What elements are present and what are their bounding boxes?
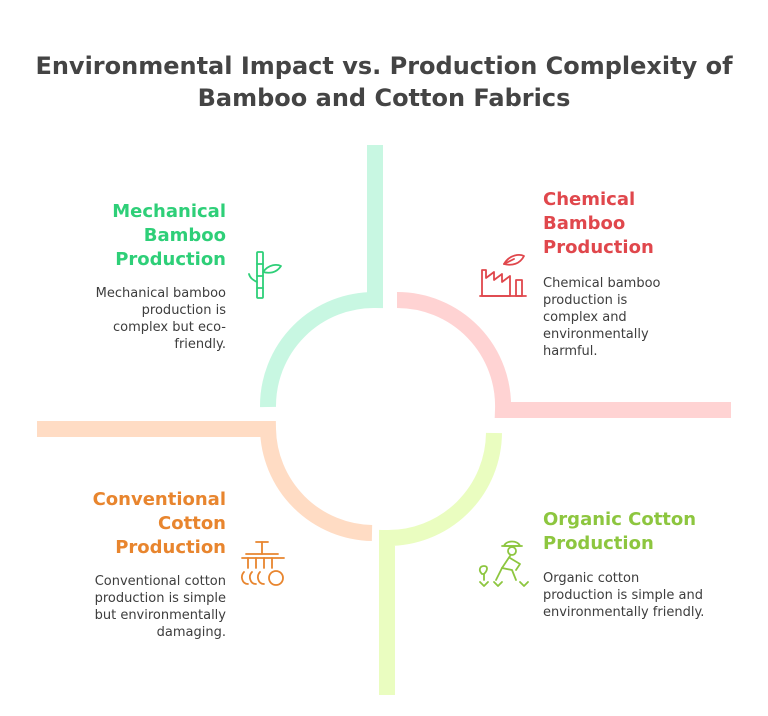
chemical-desc-line: harmful. [543,344,598,359]
mechanical-description: Mechanical bamboo production is complex … [60,285,226,353]
mechanical-title-line: Mechanical [112,201,226,222]
conventional-description: Conventional cotton production is simple… [40,573,226,641]
diagram-title: Environmental Impact vs. Production Comp… [0,50,768,114]
mechanical-title-line: Bamboo [143,225,226,246]
chemical-title: Chemical Bamboo Production [543,188,743,260]
chemical-description: Chemical bamboo production is complex an… [543,275,743,360]
mechanical-title-line: Production [115,249,226,270]
conventional-title-line: Production [115,537,226,558]
organic-title: Organic Cotton Production [543,508,753,556]
chemical-title-line: Chemical [543,189,636,210]
conventional-title-line: Conventional [92,489,226,510]
organic-desc-line: production is simple and [543,588,703,603]
organic-title-line: Organic Cotton [543,509,697,530]
chemical-desc-line: complex and [543,310,627,325]
chemical-desc-line: production is [543,293,628,308]
quadrant-band-chemical [396,292,731,418]
quadrant-band-conventional [37,421,373,541]
conventional-desc-line: Conventional cotton [94,574,226,589]
chemical-title-line: Production [543,237,654,258]
quadrant-band-organic [379,432,502,695]
mechanical-title: Mechanical Bamboo Production [60,200,226,272]
conventional-desc-line: damaging. [156,625,226,640]
chemical-title-line: Bamboo [543,213,626,234]
mechanical-desc-line: production is [141,303,226,318]
conventional-title-line: Cotton [158,513,226,534]
farmer-icon [478,540,529,587]
title-line-1: Environmental Impact vs. Production Comp… [35,52,733,80]
factory-leaf-icon [479,254,527,297]
organic-title-line: Production [543,533,654,554]
organic-desc-line: Organic cotton [543,571,640,586]
title-line-2: Bamboo and Cotton Fabrics [197,84,571,112]
mechanical-desc-line: complex but eco- [113,320,226,335]
mechanical-desc-line: Mechanical bamboo [95,286,226,301]
conventional-desc-line: but environmentally [94,608,226,623]
chemical-desc-line: Chemical bamboo [543,276,661,291]
organic-description: Organic cotton production is simple and … [543,570,753,621]
chemical-desc-line: environmentally [543,327,649,342]
organic-desc-line: environmentally friendly. [543,605,705,620]
harvester-icon [241,541,285,586]
mechanical-desc-line: friendly. [174,337,226,352]
bamboo-icon [248,251,282,299]
conventional-desc-line: production is simple [94,591,226,606]
conventional-title: Conventional Cotton Production [40,488,226,560]
quadrant-band-mechanical [259,145,383,408]
